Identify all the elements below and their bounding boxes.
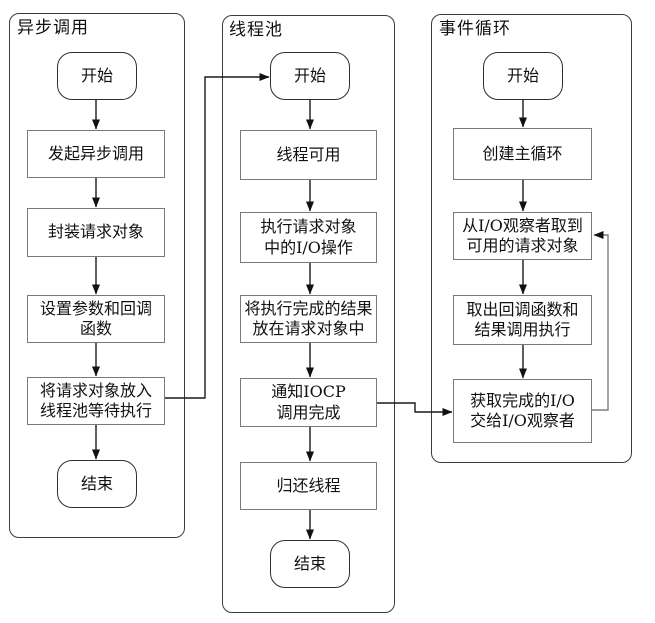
node-initiate-async-call: 发起异步调用 — [27, 130, 165, 178]
node-thread-available: 线程可用 — [240, 130, 377, 180]
lane-title-async-call: 异步调用 — [17, 18, 89, 38]
node-put-request-in-pool: 将请求对象放入 线程池等待执行 — [27, 377, 165, 425]
node-create-main-loop: 创建主循环 — [453, 128, 592, 180]
node-store-result-in-request: 将执行完成的结果 放在请求对象中 — [240, 295, 377, 343]
node-end-threadpool: 结束 — [270, 540, 350, 588]
node-notify-iocp-done: 通知IOCP 调用完成 — [240, 378, 377, 427]
node-start-eventloop: 开始 — [483, 52, 563, 100]
node-return-thread: 归还线程 — [240, 462, 377, 510]
lane-title-event-loop: 事件循环 — [439, 19, 511, 39]
lane-title-thread-pool: 线程池 — [229, 20, 283, 40]
node-end-async: 结束 — [57, 460, 137, 508]
node-wrap-request-object: 封装请求对象 — [27, 208, 165, 257]
node-set-params-callback: 设置参数和回调 函数 — [27, 295, 165, 343]
node-get-request-from-watcher: 从I/O观察者取到 可用的请求对象 — [453, 212, 592, 260]
lane-event-loop — [431, 14, 632, 463]
node-start-threadpool: 开始 — [270, 52, 350, 100]
node-execute-io-operation: 执行请求对象 中的I/O操作 — [240, 212, 377, 263]
node-hand-io-to-watcher: 获取完成的I/O 交给I/O观察者 — [453, 379, 592, 443]
node-invoke-callback-with-result: 取出回调函数和 结果调用执行 — [453, 295, 592, 345]
node-start-async: 开始 — [57, 52, 137, 100]
